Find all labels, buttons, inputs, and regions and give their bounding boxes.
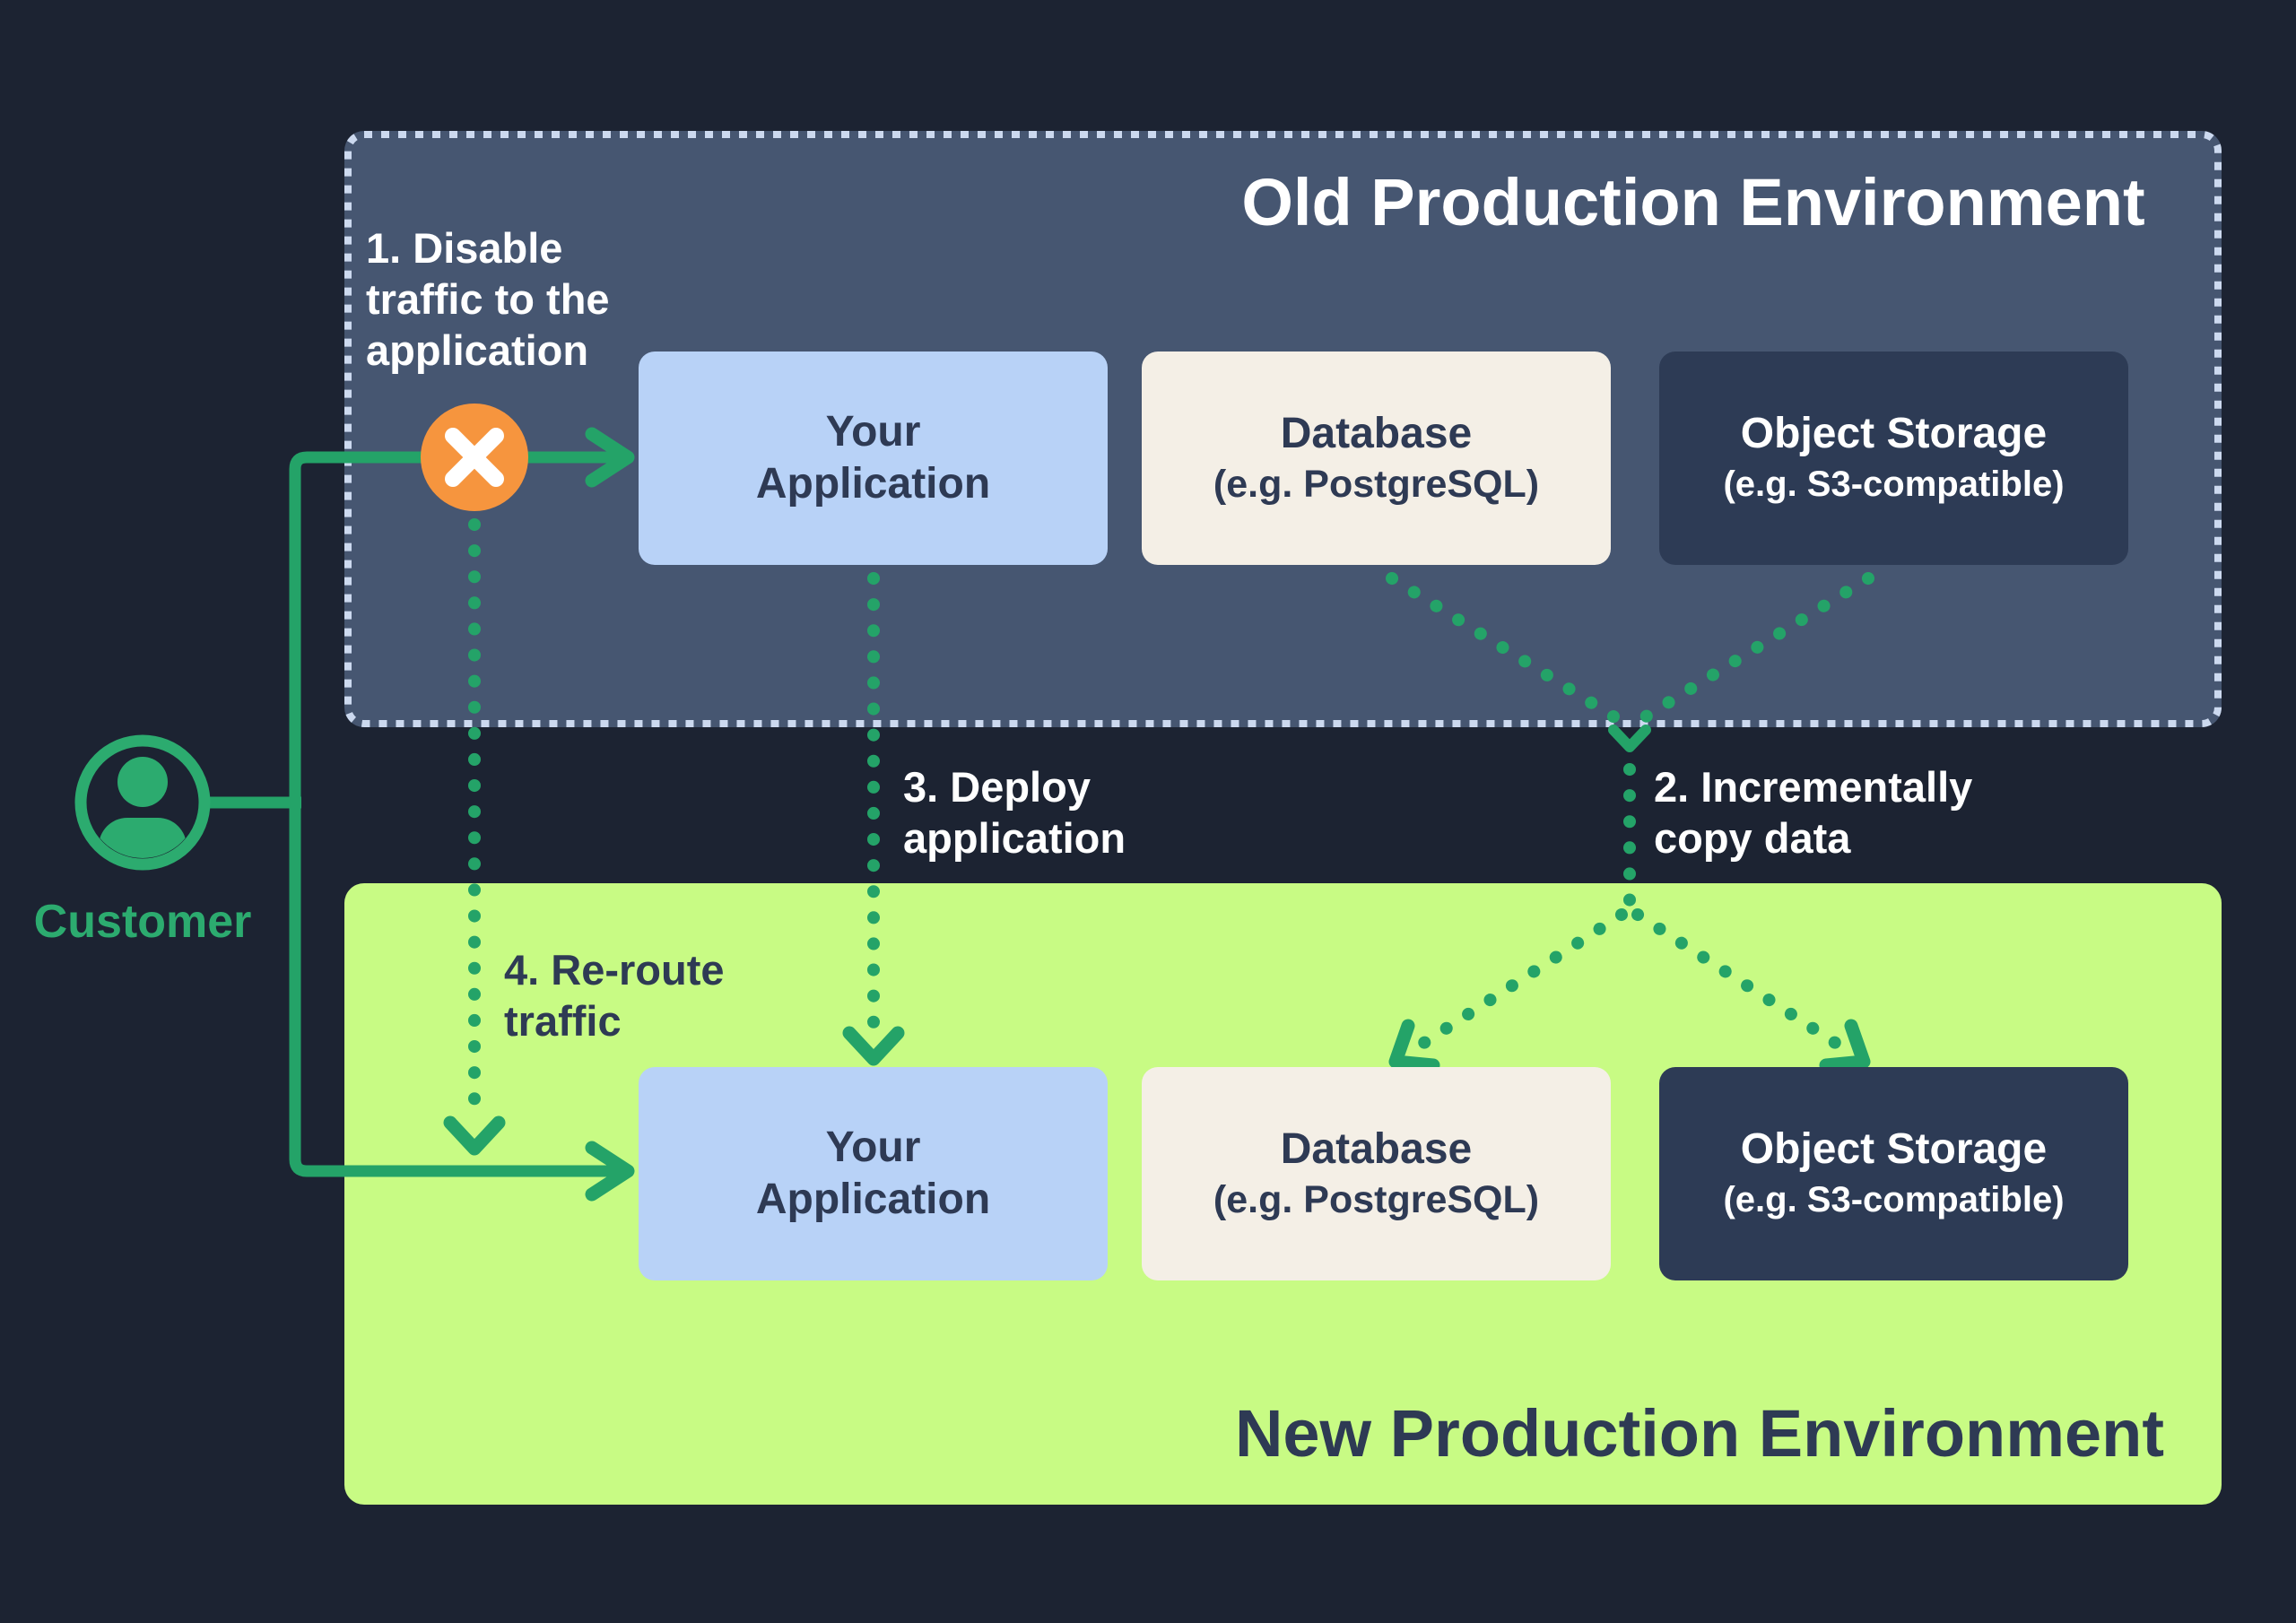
old-your-application-box: Your Application [639,352,1108,565]
step-1-label: 1. Disable traffic to the application [366,224,610,374]
copy-data-line-to-new-object-storage [1631,908,1848,1054]
box-sublabel: (e.g. S3-compatible) [1723,464,2065,504]
box-label: Application [755,1176,991,1223]
step-2-label: 2. Incrementally copy data [1654,763,1973,862]
box-label: Database [1280,1125,1473,1173]
box-sublabel: (e.g. PostgreSQL) [1213,463,1540,506]
box-sublabel: (e.g. PostgreSQL) [1213,1178,1540,1221]
person-circle-icon [74,734,211,871]
reroute-traffic-arrowhead [443,1115,506,1156]
box-label: Your [825,1124,921,1171]
box-label: Object Storage [1740,1125,2048,1173]
old-environment-title: Old Production Environment [1241,165,2145,239]
box-label: Application [755,460,991,508]
copy-data-line-to-new-database [1411,908,1628,1054]
copy-data-mid-arrowhead [1608,725,1651,752]
traffic-route-line [289,451,626,1177]
box-label: Object Storage [1740,410,2048,457]
box-label: Your [825,408,921,456]
new-object-storage-box: Object Storage (e.g. S3-compatible) [1659,1067,2128,1280]
new-database-box: Database (e.g. PostgreSQL) [1142,1067,1611,1280]
copy-data-arrowhead-database [1388,1019,1440,1072]
new-your-application-box: Your Application [639,1067,1108,1280]
arrow-into-new-application [585,1141,635,1202]
copy-data-line-from-old-object-storage [1630,572,1874,729]
copy-data-arrowhead-object-storage [1819,1019,1871,1072]
box-sublabel: (e.g. S3-compatible) [1723,1180,2065,1219]
arrow-into-old-application [585,427,635,488]
old-database-box: Database (e.g. PostgreSQL) [1142,352,1611,565]
step-4-label: 4. Re-route traffic [504,946,725,1045]
old-environment-dashed-border [344,131,2222,727]
deploy-application-arrowhead [842,1026,905,1066]
new-environment-title: New Production Environment [1234,1396,2165,1471]
customer-label: Customer [33,896,252,948]
box-label: Database [1280,410,1473,457]
step-3-label: 3. Deploy application [903,763,1126,862]
copy-data-line-from-old-database [1386,572,1630,729]
x-circle-icon [421,404,528,511]
old-object-storage-box: Object Storage (e.g. S3-compatible) [1659,352,2128,565]
